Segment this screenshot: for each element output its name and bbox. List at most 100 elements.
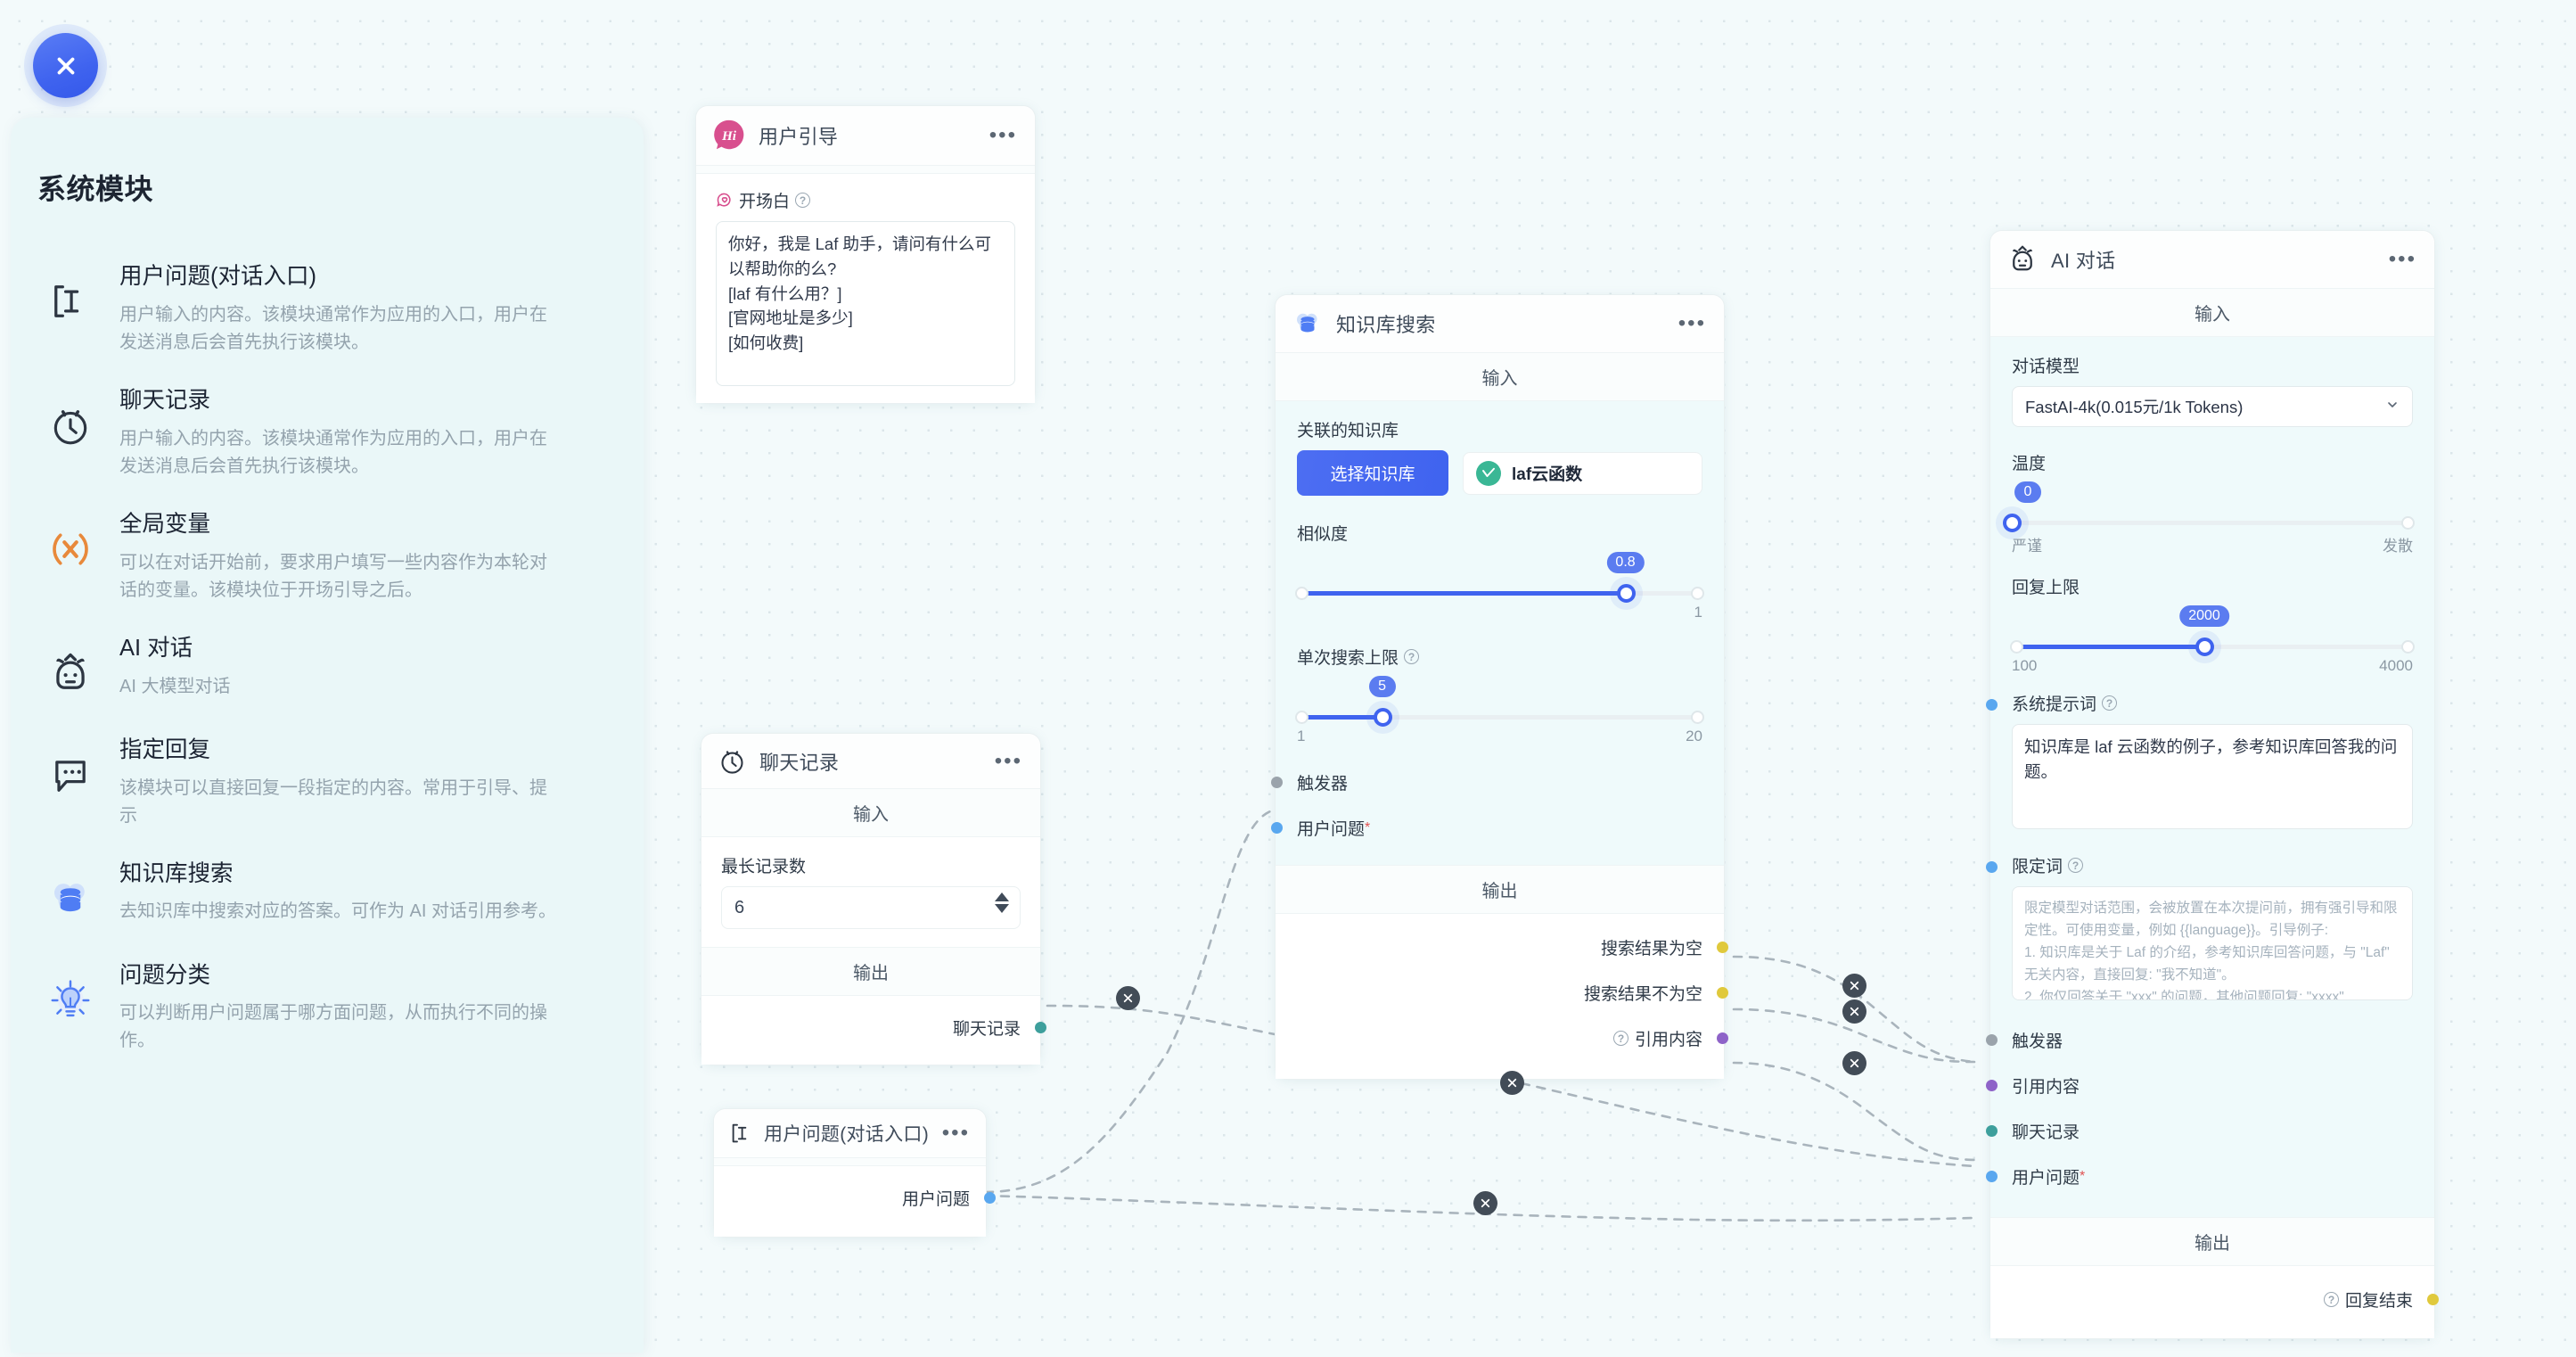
module-name: 全局变量 bbox=[119, 511, 211, 537]
help-icon[interactable]: ? bbox=[1612, 1031, 1628, 1046]
port-dot[interactable] bbox=[1986, 1034, 1998, 1046]
port-user-question-out[interactable]: 用户问题 bbox=[730, 1175, 996, 1221]
output-section-header: 输出 bbox=[1276, 865, 1724, 914]
edge-delete-button[interactable] bbox=[1842, 999, 1866, 1024]
limit-label: 单次搜索上限 ? bbox=[1297, 645, 1702, 669]
node-ai-chat[interactable]: AI 对话 ••• 输入 对话模型 FastAI-4k(0.015元/1k To… bbox=[1986, 230, 2439, 1339]
edge-delete-button[interactable] bbox=[1473, 1191, 1497, 1215]
port-trigger-in[interactable]: 触发器 bbox=[1986, 1017, 2413, 1063]
chat-bubble-icon bbox=[37, 742, 103, 808]
node-input-body: 对话模型 FastAI-4k(0.015元/1k Tokens) 温度 0 严谨 bbox=[1986, 337, 2434, 1217]
port-chat-history-in[interactable]: 聊天记录 bbox=[1986, 1108, 2413, 1154]
module-list: 用户问题(对话入口) 用户输入的内容。该模块通常作为应用的入口，用户在发送消息后… bbox=[11, 247, 644, 1069]
help-icon[interactable]: ? bbox=[2068, 858, 2084, 873]
port-label: 搜索结果不为空 bbox=[1583, 985, 1702, 1004]
laf-logo-icon bbox=[1476, 460, 1501, 486]
welcome-text-input[interactable] bbox=[716, 221, 1015, 386]
node-menu-button[interactable]: ••• bbox=[989, 123, 1017, 147]
node-header[interactable]: Hi 用户引导 ••• bbox=[696, 106, 1035, 165]
slider-min: 100 bbox=[2012, 657, 2038, 674]
node-header[interactable]: AI 对话 ••• bbox=[1990, 231, 2434, 288]
port-search-empty-out[interactable]: 搜索结果为空 bbox=[1297, 925, 1728, 970]
edge-delete-button[interactable] bbox=[1842, 974, 1866, 998]
kb-chip[interactable]: laf云函数 bbox=[1463, 451, 1702, 495]
page-title: 系统模块 bbox=[37, 173, 154, 205]
system-modules-panel: 系统模块 用户问题(对话入口) 用户输入的内容。该模块通常作为应用的入口，用户在… bbox=[11, 118, 644, 1353]
port-reply-end-out[interactable]: ? 回复结束 bbox=[2012, 1277, 2439, 1322]
node-menu-button[interactable]: ••• bbox=[941, 1121, 970, 1145]
port-dot[interactable] bbox=[1986, 1171, 1998, 1182]
port-dot[interactable] bbox=[1986, 1125, 1998, 1137]
sidebar-item-kb-search[interactable]: 知识库搜索 去知识库中搜索对应的答案。可作为 AI 对话引用参考。 bbox=[11, 844, 644, 946]
limit-slider[interactable]: 5 1 20 bbox=[1295, 676, 1704, 747]
port-dot[interactable] bbox=[1035, 1022, 1046, 1033]
module-name: 用户问题(对话入口) bbox=[119, 264, 316, 289]
node-user-guide[interactable]: Hi 用户引导 ••• 开场白 ? bbox=[695, 105, 1036, 404]
slider-thumb[interactable] bbox=[1616, 584, 1636, 603]
stepper-arrows[interactable] bbox=[995, 892, 1009, 913]
port-chat-history-out[interactable]: 聊天记录 bbox=[721, 1005, 1046, 1050]
port-dot[interactable] bbox=[1271, 777, 1283, 788]
slider-track bbox=[1297, 715, 1702, 720]
help-icon[interactable]: ? bbox=[2102, 695, 2118, 711]
port-dot[interactable] bbox=[1717, 1032, 1728, 1044]
sidebar-item-ai-chat[interactable]: AI 对话 AI 大模型对话 bbox=[11, 619, 644, 720]
close-icon[interactable] bbox=[33, 33, 98, 98]
edge-delete-button[interactable] bbox=[1842, 1051, 1866, 1075]
port-user-question-in[interactable]: 用户问题* bbox=[1271, 805, 1702, 851]
similarity-slider[interactable]: 0.8 1 bbox=[1295, 552, 1704, 623]
node-menu-button[interactable]: ••• bbox=[2388, 247, 2416, 271]
node-kb-search[interactable]: 知识库搜索 ••• 输入 关联的知识库 选择知识库 laf云函数 相似度 bbox=[1271, 294, 1728, 1080]
port-user-question-in[interactable]: 用户问题* bbox=[1986, 1154, 2413, 1199]
system-prompt-input[interactable] bbox=[2012, 724, 2413, 829]
module-desc: 用户输入的内容。该模块通常作为应用的入口，用户在发送消息后会首先执行该模块。 bbox=[119, 304, 547, 352]
port-dot[interactable] bbox=[2427, 1294, 2439, 1305]
help-icon[interactable]: ? bbox=[2323, 1292, 2339, 1307]
node-header[interactable]: 用户问题(对话入口) ••• bbox=[714, 1109, 986, 1157]
port-dot[interactable] bbox=[984, 1192, 996, 1204]
port-dot[interactable] bbox=[1717, 987, 1728, 999]
sidebar-item-user-question[interactable]: 用户问题(对话入口) 用户输入的内容。该模块通常作为应用的入口，用户在发送消息后… bbox=[11, 247, 644, 371]
text-cursor-icon bbox=[728, 1120, 755, 1147]
node-header[interactable]: 知识库搜索 ••• bbox=[1276, 295, 1724, 352]
max-token-slider[interactable]: 2000 100 4000 bbox=[2010, 605, 2415, 677]
node-menu-button[interactable]: ••• bbox=[994, 748, 1022, 773]
output-section-header: 输出 bbox=[701, 947, 1040, 996]
port-dot[interactable] bbox=[1271, 822, 1283, 834]
temperature-slider[interactable]: 0 严谨 发散 bbox=[2003, 481, 2415, 555]
help-icon[interactable]: ? bbox=[795, 193, 811, 208]
help-icon[interactable]: ? bbox=[1404, 649, 1420, 664]
port-trigger-in[interactable]: 触发器 bbox=[1271, 760, 1702, 805]
sidebar-item-global-variable[interactable]: 全局变量 可以在对话开始前，要求用户填写一些内容作为本轮对话的变量。该模块位于开… bbox=[11, 495, 644, 619]
slider-thumb[interactable] bbox=[1373, 708, 1392, 727]
clock-history-icon bbox=[37, 392, 103, 458]
node-chat-history[interactable]: 聊天记录 ••• 输入 最长记录数 6 输出 聊天记录 bbox=[701, 733, 1046, 1065]
slider-value-badge: 5 bbox=[1368, 676, 1396, 697]
slider-value-badge: 0.8 bbox=[1606, 552, 1645, 573]
node-menu-button[interactable]: ••• bbox=[1678, 311, 1706, 335]
port-quote-content-out[interactable]: ? 引用内容 bbox=[1297, 1016, 1728, 1061]
port-dot[interactable] bbox=[1717, 942, 1728, 953]
sidebar-item-question-classify[interactable]: 问题分类 可以判断用户问题属于哪方面问题，从而执行不同的操作。 bbox=[11, 946, 644, 1070]
edge-delete-button[interactable] bbox=[1116, 986, 1140, 1010]
model-select[interactable]: FastAI-4k(0.015元/1k Tokens) bbox=[2012, 386, 2413, 427]
node-header[interactable]: 聊天记录 ••• bbox=[701, 734, 1040, 788]
limiter-input[interactable] bbox=[2012, 886, 2413, 1000]
port-search-not-empty-out[interactable]: 搜索结果不为空 bbox=[1297, 970, 1728, 1016]
select-kb-button[interactable]: 选择知识库 bbox=[1297, 450, 1448, 496]
sidebar-item-chat-history[interactable]: 聊天记录 用户输入的内容。该模块通常作为应用的入口，用户在发送消息后会首先执行该… bbox=[11, 371, 644, 495]
slider-thumb[interactable] bbox=[2003, 514, 2022, 532]
node-input-body: 关联的知识库 选择知识库 laf云函数 相似度 bbox=[1271, 401, 1724, 865]
port-quote-content-in[interactable]: 引用内容 bbox=[1986, 1063, 2413, 1108]
chevron-down-icon bbox=[2385, 398, 2400, 415]
sidebar-item-specified-reply[interactable]: 指定回复 该模块可以直接回复一段指定的内容。常用于引导、提示 bbox=[11, 720, 644, 844]
node-user-question[interactable]: 用户问题(对话入口) ••• 用户问题 bbox=[713, 1108, 996, 1238]
slider-thumb[interactable] bbox=[2195, 637, 2214, 656]
port-dot-system-prompt[interactable] bbox=[1986, 699, 1998, 711]
edge-delete-button[interactable] bbox=[1500, 1071, 1524, 1095]
max-records-stepper[interactable]: 6 bbox=[721, 886, 1021, 929]
node-output-ports: 搜索结果为空 搜索结果不为空 ? 引用内容 bbox=[1276, 914, 1728, 1079]
port-dot-limiter[interactable] bbox=[1986, 861, 1998, 873]
port-dot[interactable] bbox=[1986, 1080, 1998, 1091]
